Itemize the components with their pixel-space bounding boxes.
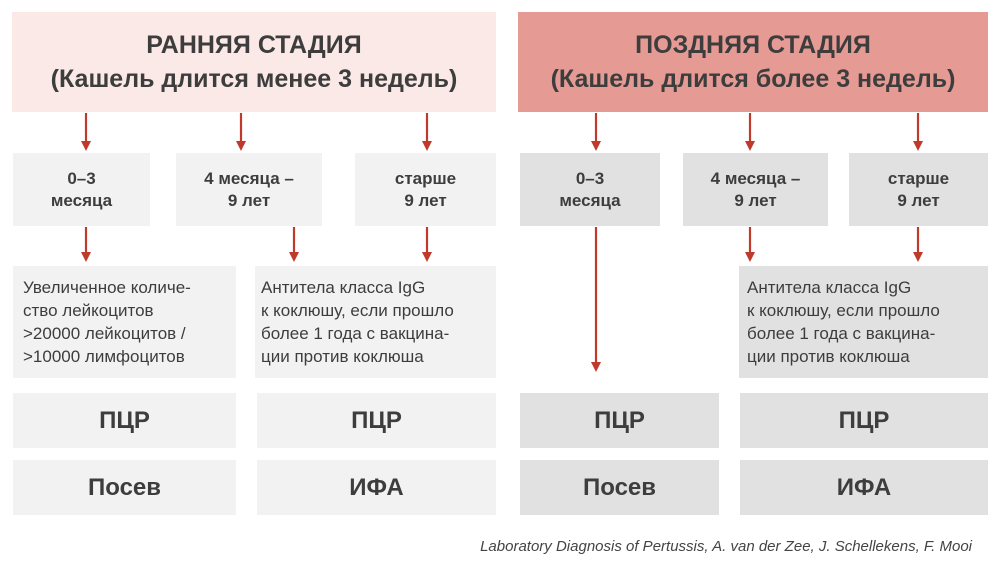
late-stage-title: ПОЗДНЯЯ СТАДИЯ xyxy=(635,31,871,59)
desc-line: ции против коклюша xyxy=(747,347,910,366)
desc-line: ство лейкоцитов xyxy=(23,301,154,320)
age-line: 9 лет xyxy=(404,190,447,210)
late-stage-header: ПОЗДНЯЯ СТАДИЯ (Кашель длится более 3 не… xyxy=(518,12,988,112)
late-stage-subtitle: (Кашель длится более 3 недель) xyxy=(550,65,956,93)
early-stage-title: РАННЯЯ СТАДИЯ xyxy=(146,31,362,59)
desc-line: >10000 лимфоцитов xyxy=(23,347,185,366)
late-pcr-2: ПЦР xyxy=(740,393,988,448)
early-ifa: ИФА xyxy=(257,460,496,515)
desc-line: ции против коклюша xyxy=(261,347,424,366)
desc-line: Увеличенное количе- xyxy=(23,278,191,297)
early-pcr-2: ПЦР xyxy=(257,393,496,448)
age-line: старше xyxy=(394,168,457,188)
age-line: 9 лет xyxy=(897,190,940,210)
late-age-0-3: 0–3 месяца xyxy=(520,153,660,226)
early-age-4m-9y: 4 месяца – 9 лет xyxy=(176,153,322,226)
age-line: месяца xyxy=(559,190,621,210)
early-leukocyte-desc: Увеличенное количе- ство лейкоцитов >200… xyxy=(13,266,236,378)
early-igg-desc: Антитела класса IgG к коклюшу, если прош… xyxy=(255,266,496,378)
desc-line: Антитела класса IgG xyxy=(747,278,912,297)
desc-line: более 1 года с вакцина- xyxy=(747,324,936,343)
age-line: 9 лет xyxy=(734,190,777,210)
late-ifa: ИФА xyxy=(740,460,988,515)
early-age-0-3: 0–3 месяца xyxy=(13,153,150,226)
age-line: 0–3 xyxy=(575,168,605,188)
late-culture: Посев xyxy=(520,460,719,515)
age-line: месяца xyxy=(50,190,113,210)
desc-line: к коклюшу, если прошло xyxy=(747,301,940,320)
desc-line: более 1 года с вакцина- xyxy=(261,324,450,343)
late-age-over-9: старше 9 лет xyxy=(849,153,988,226)
age-line: старше xyxy=(887,168,950,188)
desc-line: к коклюшу, если прошло xyxy=(261,301,454,320)
age-line: 9 лет xyxy=(227,190,271,210)
citation: Laboratory Diagnosis of Pertussis, A. va… xyxy=(480,538,972,555)
desc-line: Антитела класса IgG xyxy=(261,278,426,297)
age-line: 4 месяца – xyxy=(204,168,294,188)
early-age-over-9: старше 9 лет xyxy=(355,153,496,226)
early-culture: Посев xyxy=(13,460,236,515)
desc-line: >20000 лейкоцитов / xyxy=(23,324,186,343)
early-pcr-1: ПЦР xyxy=(13,393,236,448)
early-stage-subtitle: (Кашель длится менее 3 недель) xyxy=(50,65,458,93)
age-line: 4 месяца – xyxy=(710,168,801,188)
early-stage-header: РАННЯЯ СТАДИЯ (Кашель длится менее 3 нед… xyxy=(12,12,496,112)
late-pcr-1: ПЦР xyxy=(520,393,719,448)
age-line: 0–3 xyxy=(67,168,96,188)
late-igg-desc: Антитела класса IgG к коклюшу, если прош… xyxy=(739,266,988,378)
late-age-4m-9y: 4 месяца – 9 лет xyxy=(683,153,828,226)
